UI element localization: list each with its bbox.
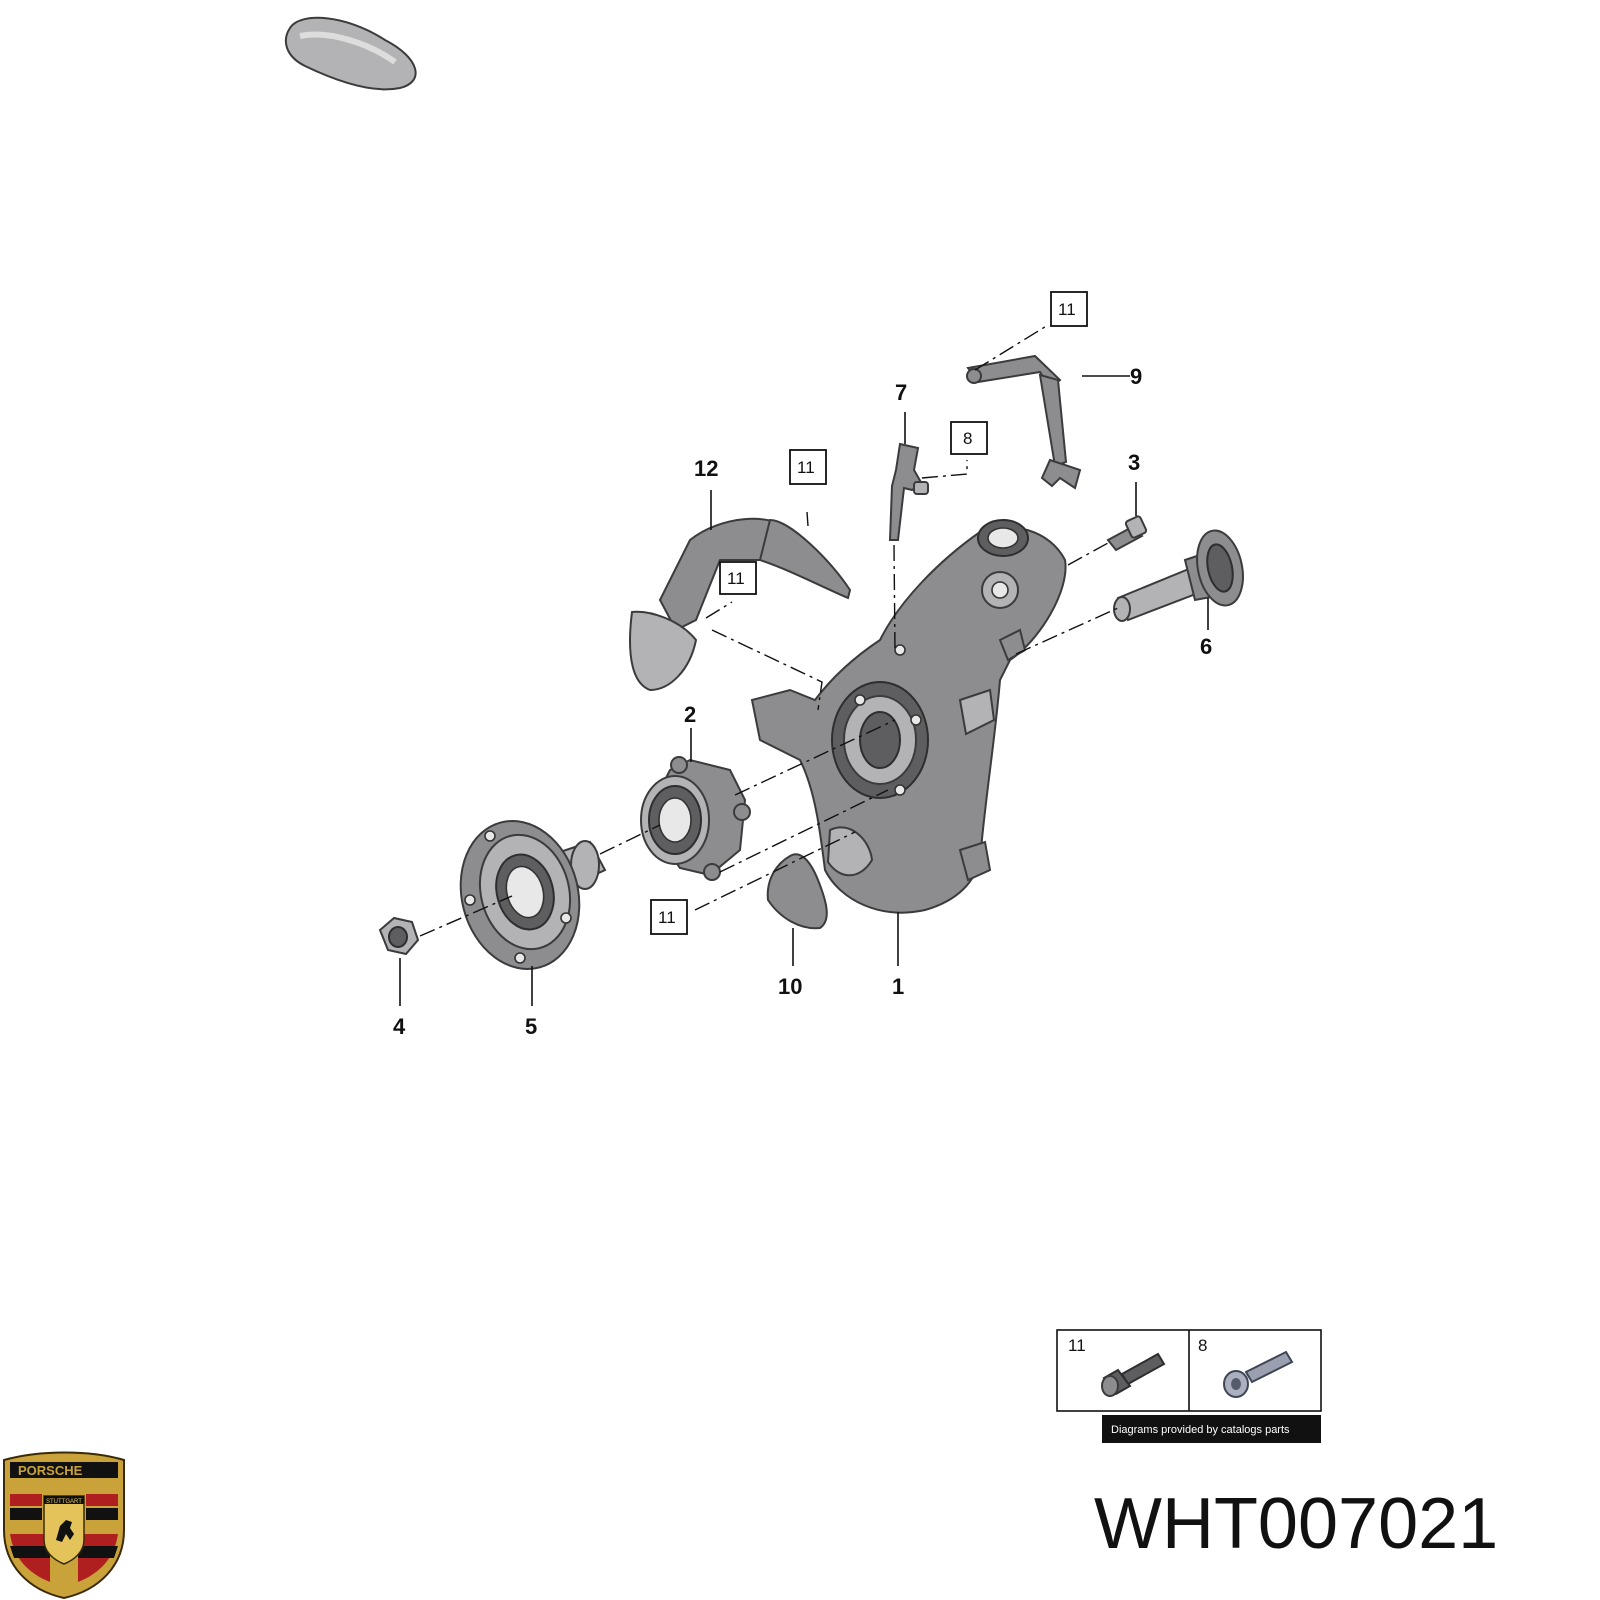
boxed-callout-11-left — [719, 561, 757, 595]
callouts: 7 9 3 6 12 2 1 10 5 4 11 8 11 11 11 — [393, 291, 1212, 1039]
crest-middle-text: STUTTGART — [46, 1499, 82, 1505]
part-6-driveshaft — [1113, 529, 1244, 622]
boxed-callout-11-bottom-label: 11 — [658, 908, 676, 927]
part-7-sensor — [888, 442, 929, 541]
part-4-nut — [378, 916, 420, 956]
part-3-bolt — [1106, 515, 1148, 552]
part-12-shield — [629, 517, 852, 692]
callout-2: 2 — [684, 702, 696, 727]
legend-cell-11-label: 11 — [1068, 1336, 1086, 1355]
boxed-callout-11-top-label: 11 — [1058, 300, 1076, 319]
part-9-bracket — [966, 354, 1082, 490]
part-5-hub — [459, 820, 607, 970]
callout-7: 7 — [895, 380, 907, 405]
callout-1: 1 — [892, 974, 904, 999]
credit-banner — [1102, 1415, 1321, 1443]
crest-top-text: PORSCHE — [18, 1463, 83, 1478]
callout-9: 9 — [1130, 364, 1142, 389]
boxed-callout-8 — [950, 421, 988, 455]
leader-lines — [399, 375, 1209, 1006]
callout-12: 12 — [694, 456, 718, 481]
boxed-callout-11-mid — [789, 449, 827, 485]
boxed-callout-11-left-label: 11 — [727, 569, 745, 588]
legend-bolt-11-image — [1101, 1352, 1166, 1397]
boxed-callout-11-bottom — [650, 899, 688, 935]
assembly-lines — [419, 324, 1119, 937]
boxed-callout-8-label: 8 — [963, 429, 972, 448]
legend-bolt-8-image — [1223, 1350, 1294, 1398]
cap-part — [284, 16, 417, 91]
callout-10: 10 — [778, 974, 802, 999]
part-number: WHT007021 — [1094, 1484, 1498, 1564]
boxed-callout-11-top — [1050, 291, 1088, 327]
callout-5: 5 — [525, 1014, 537, 1039]
part-10-shield — [766, 853, 828, 930]
part-2-bearing — [640, 756, 751, 881]
callout-4: 4 — [393, 1014, 406, 1039]
porsche-crest-logo: PORSCHE STUTTGART — [3, 1451, 125, 1600]
callout-6: 6 — [1200, 634, 1212, 659]
boxed-callout-11-mid-label: 11 — [797, 458, 815, 477]
legend-cell-8-label: 8 — [1198, 1336, 1207, 1355]
part-1-knuckle — [750, 519, 1067, 914]
legend: 11 8 Diagrams provided by catalogs parts — [1056, 1329, 1322, 1443]
credit-text: Diagrams provided by catalogs parts — [1111, 1424, 1290, 1436]
horse-icon — [56, 1520, 74, 1542]
callout-3: 3 — [1128, 450, 1140, 475]
